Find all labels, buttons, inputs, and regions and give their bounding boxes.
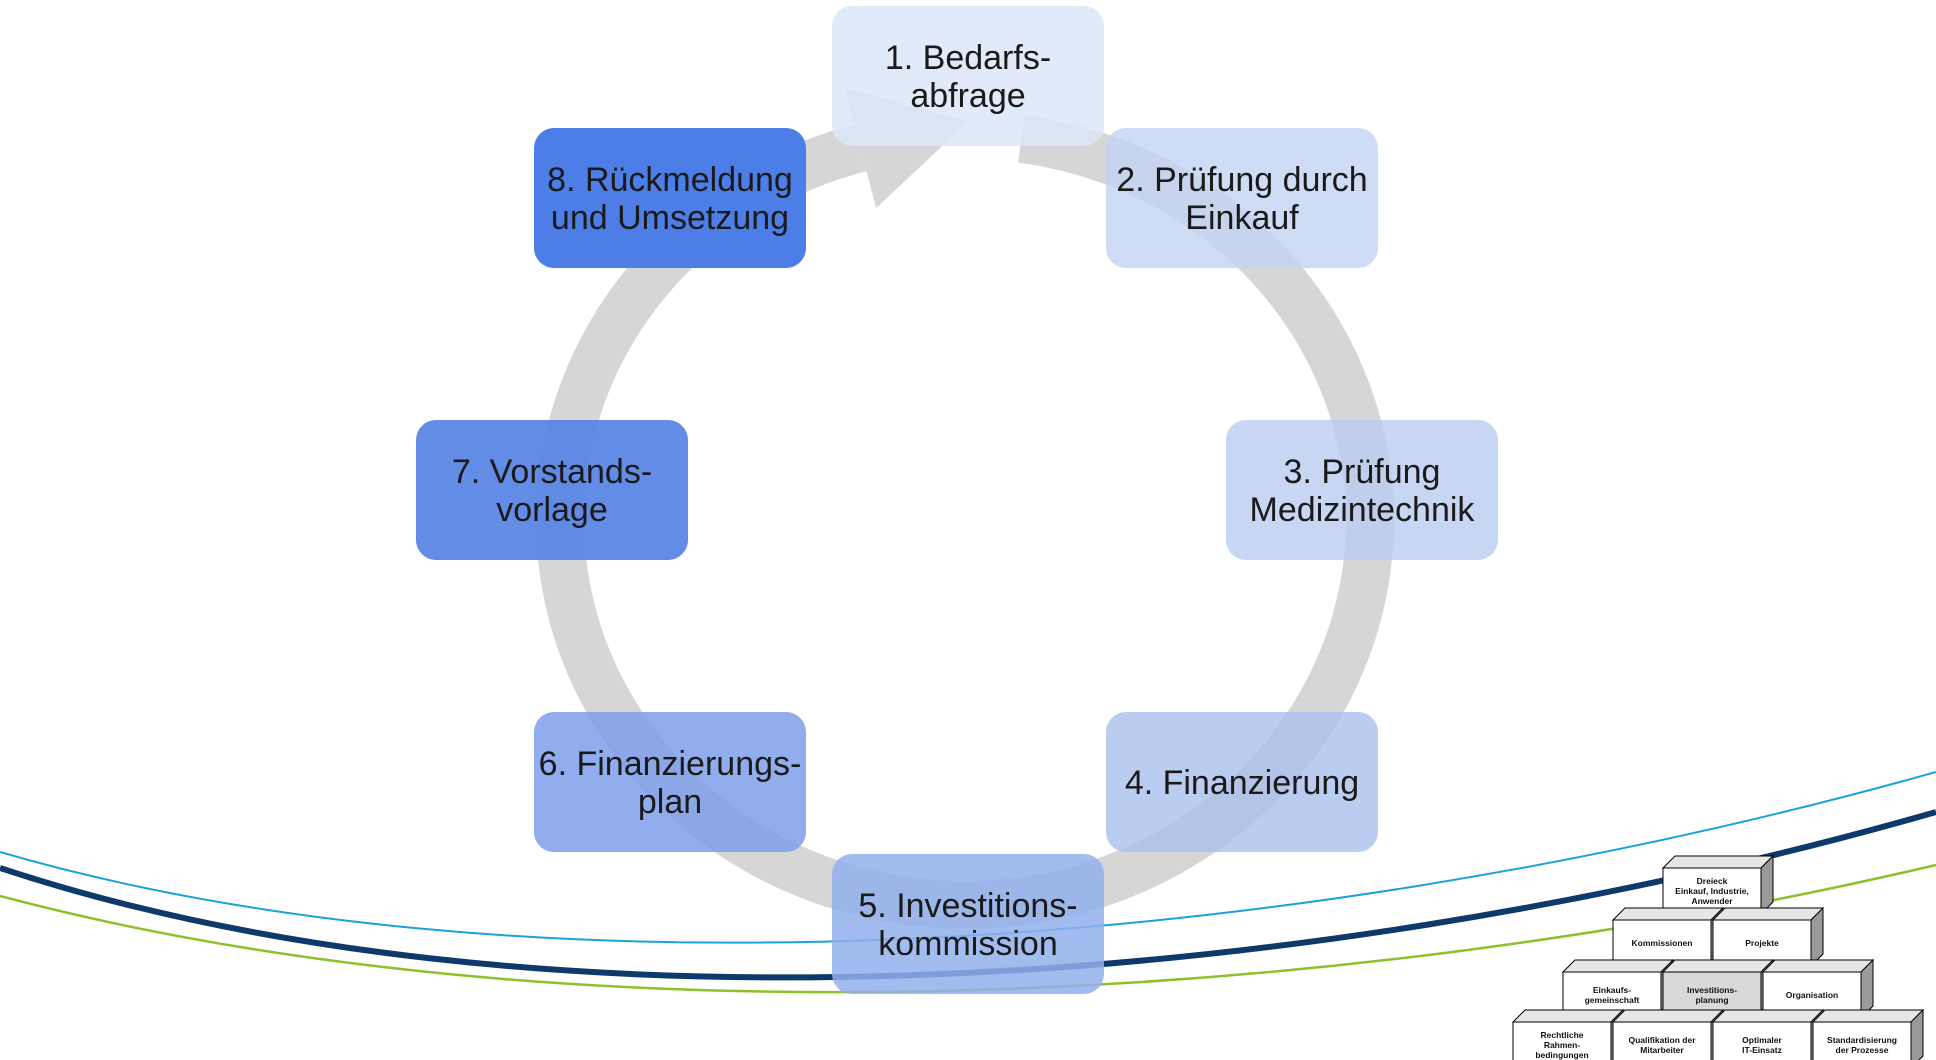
block-label-line: planung [1695, 995, 1728, 1005]
block-top-face [1611, 907, 1725, 921]
block-label-line: Rechtliche [1541, 1030, 1584, 1040]
step-box [534, 128, 806, 268]
block-label-line: der Prozesse [1836, 1045, 1889, 1055]
block-label-line: Mitarbeiter [1640, 1045, 1684, 1055]
step-label-line: Einkauf [1185, 199, 1299, 237]
pyramid-block: Projekte [1711, 906, 1825, 968]
block-front-face [1612, 1021, 1712, 1060]
block-front-face [1712, 919, 1812, 967]
step-label-line: 8. Rückmeldung [547, 161, 793, 199]
block-front-face [1712, 1021, 1812, 1060]
step-box [832, 854, 1104, 994]
block-label-line: Dreieck [1697, 876, 1728, 886]
cycle-step-7: 7. Vorstands-vorlage [416, 420, 688, 560]
block-label-line: Qualifikation der [1628, 1035, 1696, 1045]
step-label-line: kommission [878, 925, 1057, 963]
pyramid-block: Organisation [1761, 958, 1875, 1020]
step-label-line: 6. Finanzierungs- [539, 745, 802, 783]
block-top-face [1711, 1009, 1825, 1023]
step-label-line: und Umsetzung [551, 199, 789, 237]
step-label-line: 5. Investitions- [858, 887, 1077, 925]
block-label-line: Anwender [1691, 896, 1733, 906]
block-top-face [1811, 1009, 1925, 1023]
step-label-line: vorlage [496, 491, 608, 529]
block-label-line: Organisation [1786, 990, 1838, 1000]
block-top-face [1711, 907, 1825, 921]
block-label-line: Einkaufs- [1593, 985, 1631, 995]
pyramid-block: Einkaufs-gemeinschaft [1561, 958, 1675, 1020]
block-top-face [1661, 959, 1775, 973]
block-label-line: Kommissionen [1632, 938, 1693, 948]
block-top-face [1661, 855, 1775, 869]
block-label-line: Projekte [1745, 938, 1779, 948]
block-label-line: Standardisierung [1827, 1035, 1897, 1045]
block-top-face [1511, 1009, 1625, 1023]
step-label-line: 7. Vorstands- [452, 453, 652, 491]
pyramid-block: Investitions-planung [1661, 958, 1775, 1020]
block-label-line: gemeinschaft [1585, 995, 1640, 1005]
step-label-line: Medizintechnik [1250, 491, 1476, 529]
step-label-line: abfrage [910, 77, 1025, 115]
cycle-step-6: 6. Finanzierungs-plan [534, 712, 806, 852]
block-top-face [1761, 959, 1875, 973]
cycle-step-5: 5. Investitions-kommission [832, 854, 1104, 994]
block-label-line: Investitions- [1687, 985, 1737, 995]
step-label-line: 2. Prüfung durch [1116, 161, 1367, 199]
block-front-face [1612, 919, 1712, 967]
step-label-line: plan [638, 783, 702, 821]
step-box [1106, 128, 1378, 268]
block-label-line: bedingungen [1535, 1050, 1588, 1060]
step-label-line: 3. Prüfung [1284, 453, 1441, 491]
step-box [534, 712, 806, 852]
block-front-face [1812, 1021, 1912, 1060]
pyramid-block: Kommissionen [1611, 906, 1725, 968]
step-box [832, 6, 1104, 146]
block-label-line: Rahmen- [1544, 1040, 1581, 1050]
block-label-line: Optimaler [1742, 1035, 1782, 1045]
step-box [416, 420, 688, 560]
cycle-step-1: 1. Bedarfs-abfrage [832, 6, 1104, 146]
block-top-face [1561, 959, 1675, 973]
block-label-line: IT-Einsatz [1742, 1045, 1782, 1055]
block-top-face [1611, 1009, 1725, 1023]
step-label-line: 4. Finanzierung [1125, 764, 1359, 802]
step-label-line: 1. Bedarfs- [885, 39, 1051, 77]
step-box [1106, 712, 1378, 852]
block-label-line: Einkauf, Industrie, [1675, 886, 1749, 896]
cycle-step-4: 4. Finanzierung [1106, 712, 1378, 852]
block-front-face [1512, 1021, 1612, 1060]
step-box [1226, 420, 1498, 560]
